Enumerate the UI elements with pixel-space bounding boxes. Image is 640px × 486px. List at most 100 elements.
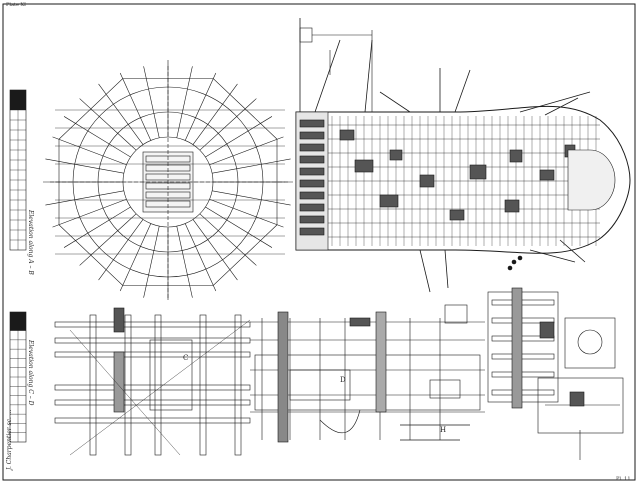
stern-member xyxy=(299,155,325,164)
upper-scale-bar xyxy=(9,89,27,251)
detail-block xyxy=(539,321,555,339)
sweep-beam xyxy=(544,97,579,116)
detail-wheel xyxy=(577,329,603,355)
lower-right-details xyxy=(444,287,624,460)
rafter xyxy=(45,158,124,174)
hatched-column xyxy=(375,311,387,413)
rafter xyxy=(98,219,144,281)
sweep-beam xyxy=(314,39,341,113)
hull-framing-plan xyxy=(295,18,631,293)
upright-column xyxy=(113,351,125,413)
rigging-block xyxy=(299,27,313,43)
sweep-beam xyxy=(379,91,411,113)
rafter xyxy=(143,226,160,298)
sweep-beam xyxy=(419,249,431,293)
machinery-block xyxy=(419,174,435,188)
detail-frame-1 xyxy=(487,291,559,403)
detail-rail xyxy=(491,335,555,342)
rafter xyxy=(212,190,291,206)
vertical-post xyxy=(89,314,97,456)
sweep-beam xyxy=(454,69,471,113)
sweep-beam xyxy=(529,249,576,263)
machinery-block xyxy=(354,159,374,173)
detail-frame-3 xyxy=(537,377,624,434)
machinery-block xyxy=(379,194,399,208)
rafter xyxy=(212,158,291,174)
rafter xyxy=(209,198,284,228)
machinery-block xyxy=(389,149,403,161)
curved-arm xyxy=(319,409,361,434)
machinery-block xyxy=(539,169,555,181)
lower-left-frame-plan xyxy=(54,307,251,456)
stern-member xyxy=(299,167,325,176)
rafter xyxy=(209,136,284,166)
scale-fill xyxy=(10,90,26,110)
detail-frame-2 xyxy=(564,317,616,369)
anchor-point xyxy=(507,265,513,271)
stern-member xyxy=(299,131,325,140)
part-letter-H: H xyxy=(440,426,446,434)
vertical-post xyxy=(124,314,132,456)
hull-outline xyxy=(295,105,631,254)
detail-hub xyxy=(569,391,585,407)
rafter xyxy=(192,219,238,281)
rafter xyxy=(63,206,131,248)
rafter xyxy=(79,98,137,151)
part-letter-C: C xyxy=(183,354,188,362)
rafter xyxy=(176,66,193,138)
plate-detail xyxy=(349,317,371,327)
horizontal-beam xyxy=(54,384,251,391)
vertical-post xyxy=(154,314,162,456)
rafter xyxy=(52,198,127,228)
stern-member xyxy=(299,179,325,188)
bow-cabin xyxy=(567,149,616,211)
center-frame xyxy=(254,354,481,411)
sheet-border xyxy=(2,3,636,481)
stern-member xyxy=(299,143,325,152)
anchor-point xyxy=(517,255,523,261)
sweep-beam xyxy=(559,239,586,263)
sweep-beam xyxy=(444,249,449,289)
stern-member xyxy=(299,191,325,200)
sweep-beam xyxy=(364,39,373,113)
anchor-point xyxy=(511,259,517,265)
detail-rail xyxy=(491,353,555,360)
rafter xyxy=(176,226,193,298)
stern-member xyxy=(299,119,325,128)
sheet-reference: Pl. 11 xyxy=(616,476,631,482)
lower-scale-bar xyxy=(9,311,27,443)
bracket xyxy=(429,379,461,399)
horizontal-beam xyxy=(54,351,251,358)
rafter xyxy=(192,83,238,145)
stern-member xyxy=(299,215,325,224)
horizontal-beam xyxy=(54,321,251,328)
vertical-post xyxy=(199,314,207,456)
rafter xyxy=(199,213,257,266)
machinery-block xyxy=(469,164,487,180)
radial-roof-framing-plan xyxy=(43,60,293,300)
diagonal-brace xyxy=(69,329,181,456)
stern-member xyxy=(299,227,325,236)
detail-box xyxy=(444,304,468,324)
rafter xyxy=(205,206,273,248)
sweep-beam xyxy=(519,91,591,113)
horizontal-beam xyxy=(54,417,251,424)
rafter xyxy=(205,116,273,158)
horizontal-beam xyxy=(54,399,251,406)
detail-column xyxy=(511,287,523,409)
rafter xyxy=(119,72,152,141)
machinery-block xyxy=(449,209,465,221)
hatched-column xyxy=(277,311,289,443)
vertical-post xyxy=(234,314,242,456)
stern-member xyxy=(299,203,325,212)
rafter xyxy=(45,190,124,206)
detail-rail xyxy=(491,317,555,324)
machinery-block xyxy=(509,149,523,163)
rafter xyxy=(52,136,127,166)
rafter xyxy=(98,83,144,145)
rafter xyxy=(184,223,217,292)
rafter xyxy=(79,213,137,266)
machinery-block xyxy=(339,129,355,141)
detail-rail xyxy=(491,371,555,378)
